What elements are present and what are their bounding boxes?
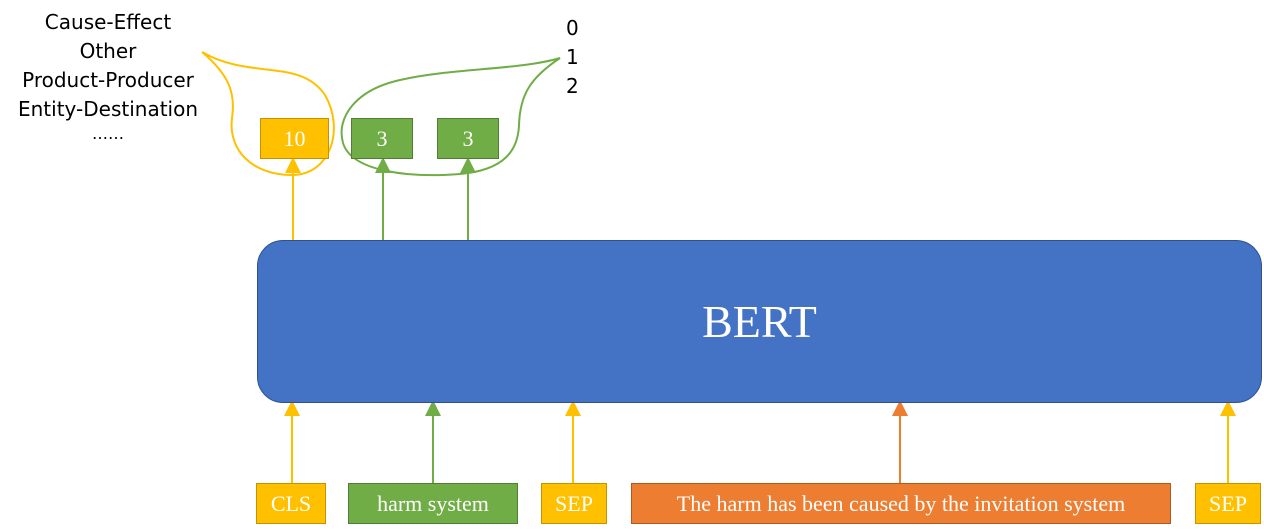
sentence-token: The harm has been caused by the invitati… [631, 483, 1171, 524]
sep-token: SEP [541, 483, 607, 524]
entity-pair-token: harm system [348, 483, 518, 524]
class-value: 0 [566, 16, 579, 40]
relation-output-box: 10 [260, 118, 329, 159]
class-value: 1 [566, 45, 579, 69]
relation-label: Cause-Effect [44, 10, 172, 34]
sep-token-end: SEP [1195, 483, 1261, 524]
class-value: 2 [566, 74, 579, 98]
class-callout-outline [340, 57, 561, 177]
relation-label-ellipsis: …… [92, 124, 124, 143]
bert-model-block: BERT [257, 240, 1262, 403]
position-b-output-box: 3 [437, 118, 499, 159]
relation-label: Other [79, 39, 137, 63]
relation-label-list: Cause-Effect Other Product-Producer Enti… [8, 8, 208, 144]
relation-label: Entity-Destination [17, 97, 199, 121]
class-value-list: 0 1 2 [566, 14, 586, 101]
position-a-output-box: 3 [351, 118, 413, 159]
relation-label: Product-Producer [22, 68, 194, 92]
relation-callout-outline [201, 51, 335, 177]
cls-token: CLS [256, 483, 326, 524]
